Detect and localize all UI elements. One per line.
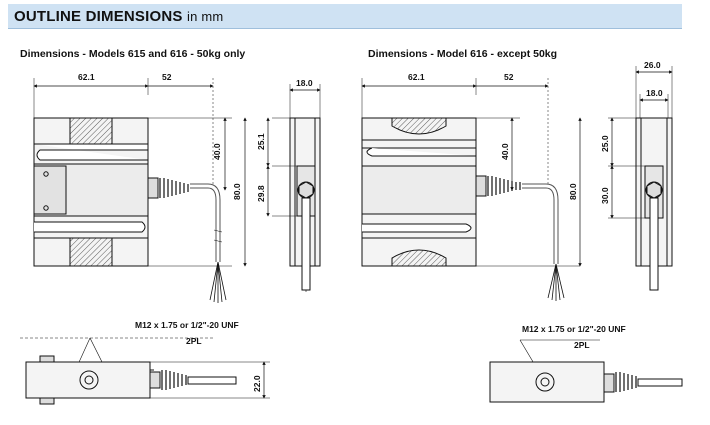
- left-qty-label: 2PL: [186, 336, 202, 346]
- right-thread-label: M12 x 1.75 or 1/2"-20 UNF: [522, 324, 626, 334]
- right-bottom-view: [489, 339, 683, 403]
- left-caption: Dimensions - Models 615 and 616 - 50kg o…: [20, 48, 246, 60]
- left-dim-h29: 29.8: [256, 185, 266, 202]
- right-front-view: [361, 78, 582, 301]
- right-dim-h25: 25.0: [600, 135, 610, 152]
- left-dim-h40: 40.0: [212, 143, 222, 160]
- left-dim-w2: 52: [162, 72, 172, 82]
- left-dim-bottom-h: 22.0: [252, 375, 262, 392]
- right-caption: Dimensions - Model 616 - except 50kg: [368, 48, 558, 60]
- left-thread-label: M12 x 1.75 or 1/2"-20 UNF: [135, 320, 239, 330]
- right-side-view: [608, 66, 673, 291]
- section-title: OUTLINE DIMENSIONS in mm: [14, 8, 224, 25]
- section-header: OUTLINE DIMENSIONS in mm: [8, 4, 682, 29]
- left-dim-h80: 80.0: [232, 183, 242, 200]
- right-dim-h30: 30.0: [600, 187, 610, 204]
- right-qty-label: 2PL: [574, 340, 590, 350]
- right-dim-w1: 62.1: [408, 72, 425, 82]
- right-dim-w2: 52: [504, 72, 514, 82]
- right-dim-side2: 18.0: [646, 88, 663, 98]
- left-bottom-view: [20, 337, 270, 405]
- right-dim-h80: 80.0: [568, 183, 578, 200]
- left-dim-w1: 62.1: [78, 72, 95, 82]
- right-dim-side1: 26.0: [644, 60, 661, 70]
- left-front-view: [33, 78, 247, 303]
- left-dim-side: 18.0: [296, 78, 313, 88]
- unit-label: in mm: [186, 9, 224, 24]
- left-dim-h25: 25.1: [256, 133, 266, 150]
- left-side-view: [266, 84, 321, 292]
- right-dim-h40: 40.0: [500, 143, 510, 160]
